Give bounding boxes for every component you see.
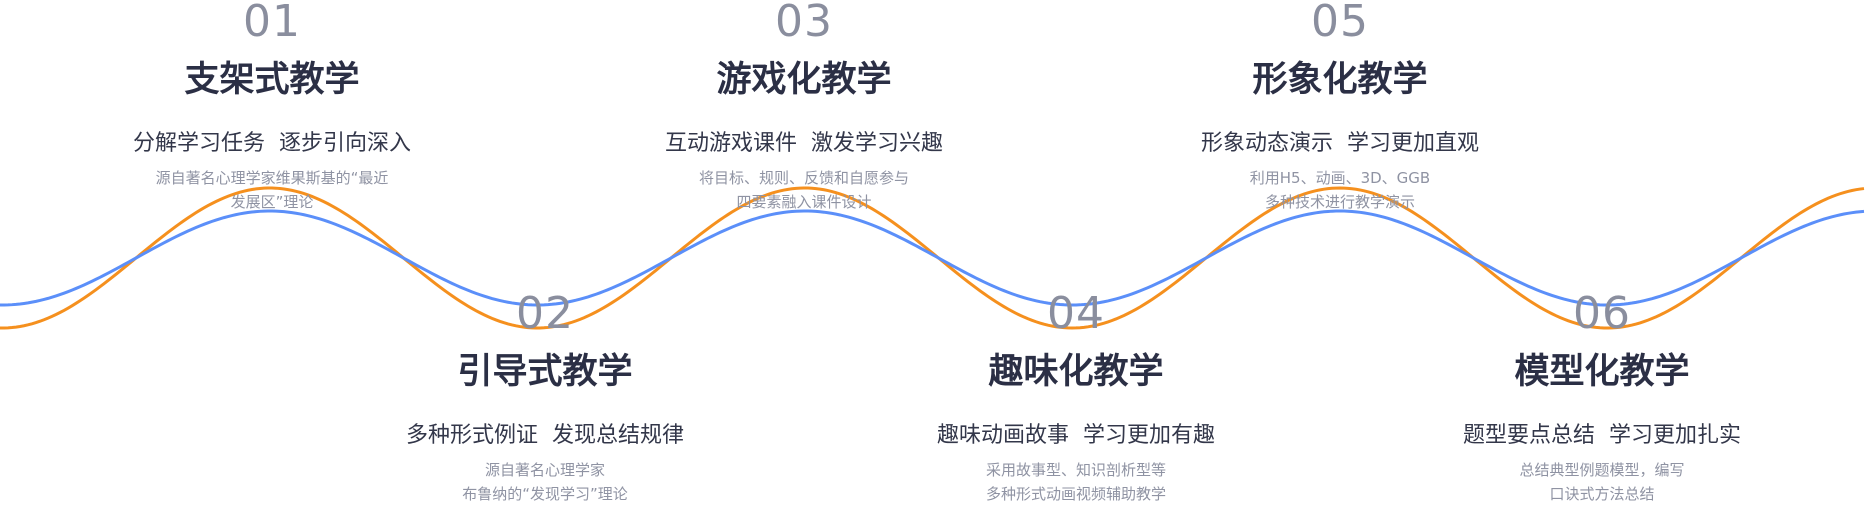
step-title: 支架式教学 [184, 60, 360, 100]
description-line: 四要素融入课件设计 [736, 193, 872, 211]
description-line: 口诀式方法总结 [1549, 485, 1655, 503]
step-slogan: 分解学习任务 逐步引向深入 [133, 131, 411, 156]
step-description: 源自著名心理学家维果斯基的“最近 发展区”理论 [62, 166, 482, 214]
step-slogan: 多种形式例证 发现总结规律 [406, 423, 684, 448]
description-line: 多种技术进行教学演示 [1264, 193, 1415, 211]
description-line: 源自著名心理学家 [484, 461, 605, 479]
step-02: 02 引导式教学 多种形式例证 发现总结规律 源自著名心理学家 布鲁纳的“发现学… [335, 292, 755, 506]
orange-wave-line [0, 186, 1865, 330]
step-number: 05 [1311, 0, 1369, 47]
step-number: 06 [1573, 288, 1631, 339]
description-line: 利用H5、动画、3D、GGB [1249, 169, 1431, 187]
step-description: 采用故事型、知识剖析型等 多种形式动画视频辅助教学 [866, 458, 1286, 506]
step-description: 总结典型例题模型，编写 口诀式方法总结 [1392, 458, 1812, 506]
step-number: 03 [775, 0, 833, 47]
step-number: 02 [516, 288, 574, 339]
description-line: 总结典型例题模型，编写 [1519, 461, 1685, 479]
step-04: 04 趣味化教学 趣味动画故事 学习更加有趣 采用故事型、知识剖析型等 多种形式… [866, 292, 1286, 506]
description-line: 发展区”理论 [230, 193, 314, 211]
step-slogan: 形象动态演示 学习更加直观 [1201, 131, 1479, 156]
step-03: 03 游戏化教学 互动游戏课件 激发学习兴趣 将目标、规则、反馈和自愿参与 四要… [594, 0, 1014, 214]
step-slogan: 互动游戏课件 激发学习兴趣 [665, 131, 943, 156]
blue-wave-line [0, 209, 1865, 307]
step-05: 05 形象化教学 形象动态演示 学习更加直观 利用H5、动画、3D、GGB 多种… [1130, 0, 1550, 214]
step-number: 01 [243, 0, 301, 47]
step-title: 趣味化教学 [988, 352, 1164, 392]
step-slogan: 题型要点总结 学习更加扎实 [1463, 423, 1741, 448]
step-slogan: 趣味动画故事 学习更加有趣 [937, 423, 1215, 448]
description-line: 多种形式动画视频辅助教学 [985, 485, 1166, 503]
step-01: 01 支架式教学 分解学习任务 逐步引向深入 源自著名心理学家维果斯基的“最近 … [62, 0, 482, 214]
step-description: 将目标、规则、反馈和自愿参与 四要素融入课件设计 [594, 166, 1014, 214]
step-number: 04 [1047, 288, 1105, 339]
step-title: 模型化教学 [1514, 352, 1690, 392]
step-description: 源自著名心理学家 布鲁纳的“发现学习”理论 [335, 458, 755, 506]
step-title: 游戏化教学 [716, 60, 892, 100]
description-line: 布鲁纳的“发现学习”理论 [462, 485, 628, 503]
description-line: 将目标、规则、反馈和自愿参与 [698, 169, 909, 187]
step-06: 06 模型化教学 题型要点总结 学习更加扎实 总结典型例题模型，编写 口诀式方法… [1392, 292, 1812, 506]
step-description: 利用H5、动画、3D、GGB 多种技术进行教学演示 [1130, 166, 1550, 214]
description-line: 源自著名心理学家维果斯基的“最近 [155, 169, 389, 187]
step-title: 形象化教学 [1252, 60, 1428, 100]
description-line: 采用故事型、知识剖析型等 [985, 461, 1166, 479]
step-title: 引导式教学 [457, 352, 633, 392]
